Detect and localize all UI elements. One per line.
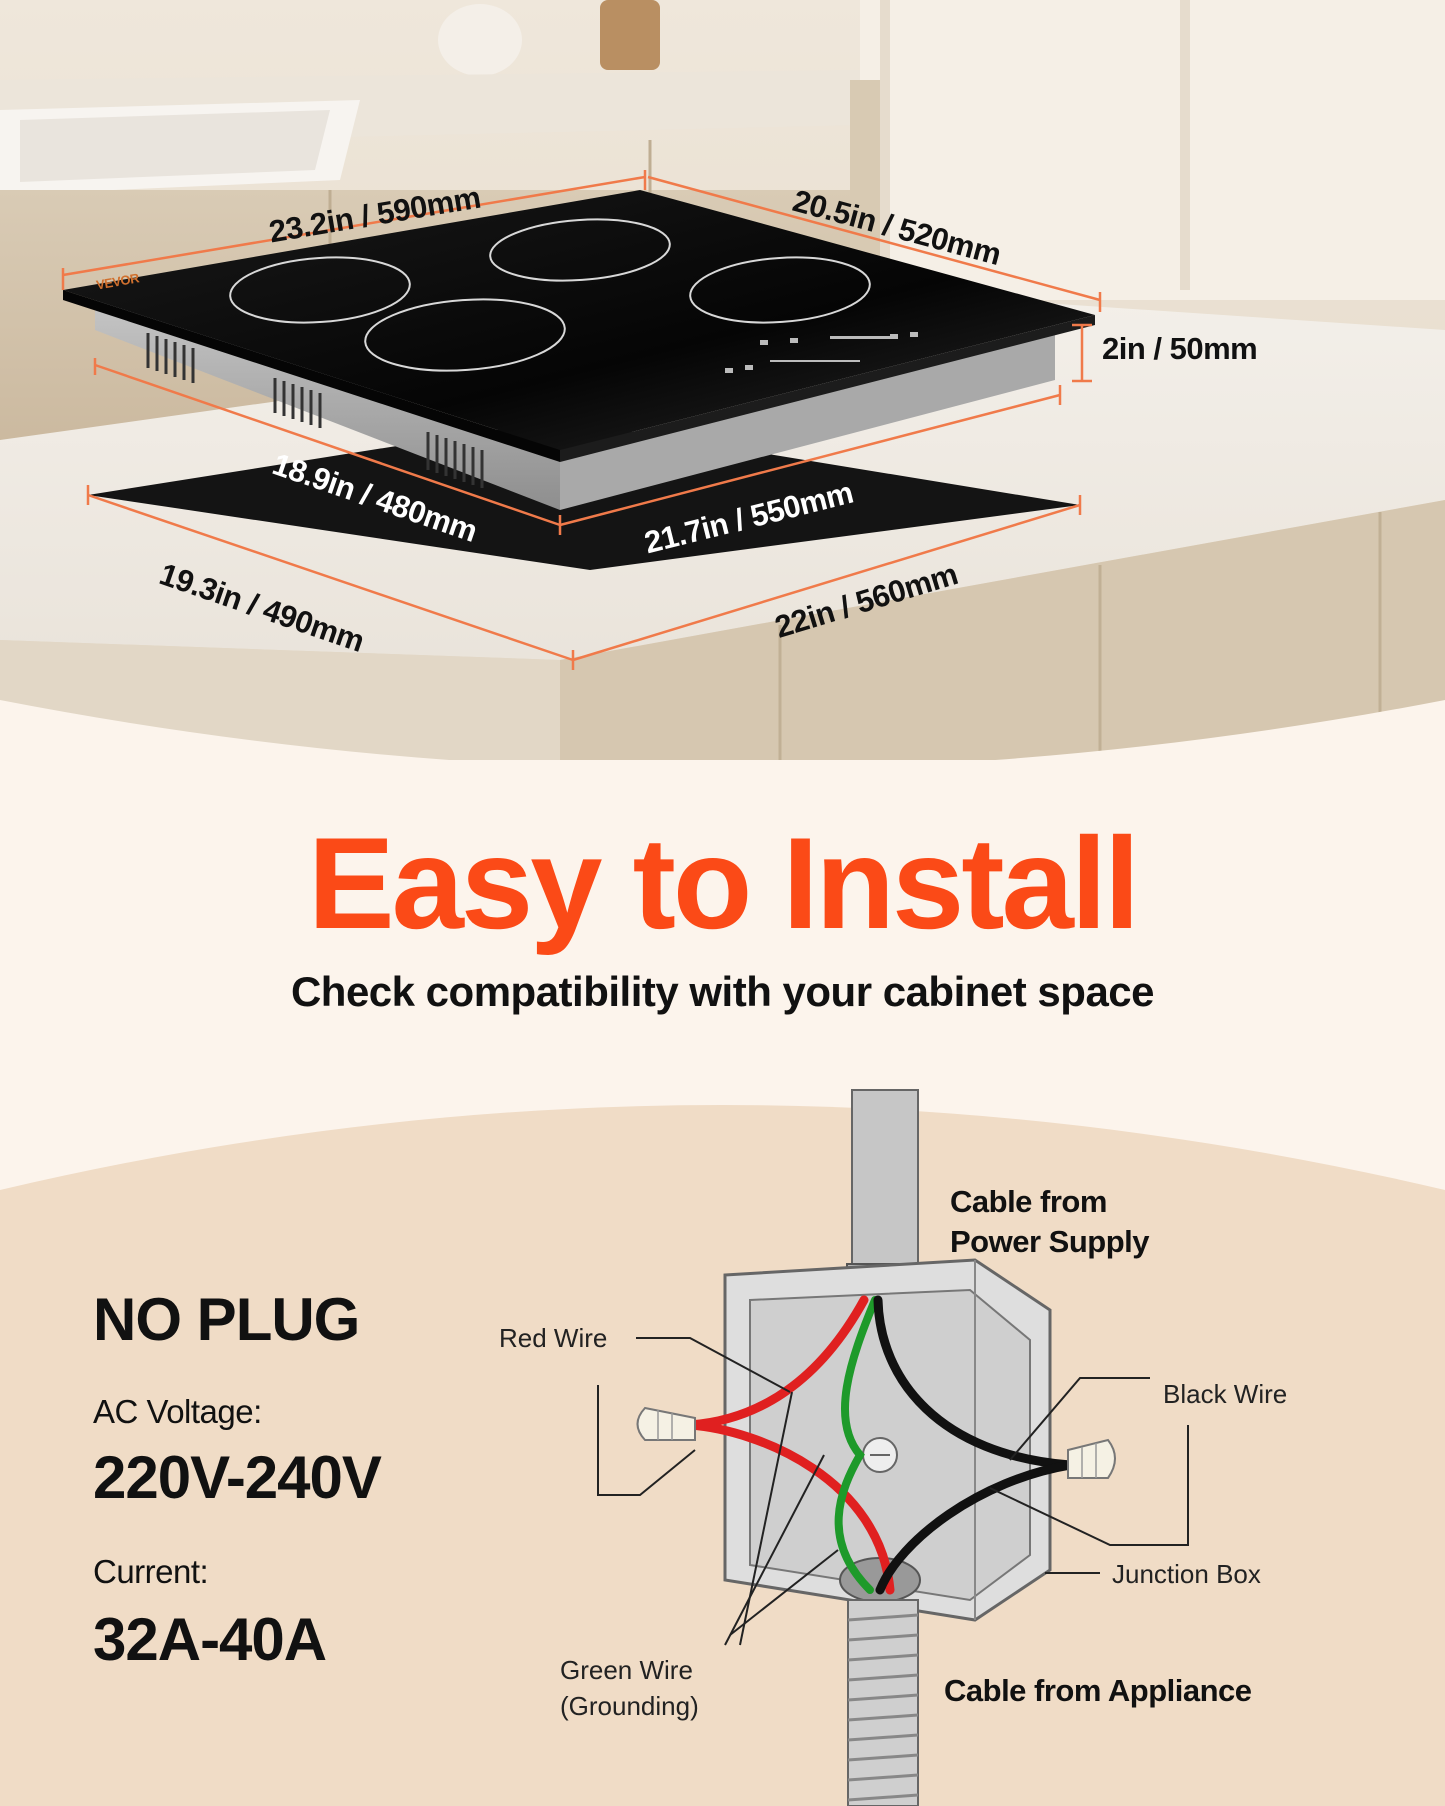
label-black-wire: Black Wire (1163, 1379, 1288, 1409)
hero-scene: VEVOR 23.2in / 590mm 20.5in / 520mm 2in … (0, 0, 1445, 760)
wire-nut-icon (636, 1406, 696, 1441)
plug-type: NO PLUG (93, 1286, 360, 1353)
label-cable-power-line1: Cable from (950, 1184, 1107, 1219)
page-subtitle: Check compatibility with your cabinet sp… (290, 968, 1155, 1015)
flexible-conduit (847, 1599, 919, 1806)
label-green-wire: Green Wire (Grounding) (560, 1652, 699, 1724)
label-cable-power: Cable from Power Supply (950, 1182, 1149, 1262)
label-red-wire: Red Wire (499, 1323, 608, 1353)
label-green-wire-line2: (Grounding) (560, 1691, 699, 1721)
label-junction-box: Junction Box (1112, 1559, 1261, 1589)
cooktop-glass (63, 190, 1095, 450)
current-value: 32A-40A (93, 1606, 327, 1673)
wiring-background (0, 1105, 1445, 1806)
junction-box-diagram (597, 1089, 1189, 1806)
current-label: Current: (93, 1553, 209, 1590)
kitchen-illustration (0, 0, 1445, 760)
label-green-wire-line1: Green Wire (560, 1655, 693, 1685)
dimension-height: 2in / 50mm (1102, 331, 1258, 366)
page-title: Easy to Install (307, 810, 1140, 956)
label-cable-appliance: Cable from Appliance (944, 1673, 1252, 1708)
label-cable-power-line2: Power Supply (950, 1224, 1149, 1259)
ground-screw-icon (862, 1437, 898, 1473)
wire-nut-icon (1067, 1438, 1116, 1479)
voltage-value: 220V-240V (93, 1444, 382, 1511)
voltage-label: AC Voltage: (93, 1393, 262, 1430)
